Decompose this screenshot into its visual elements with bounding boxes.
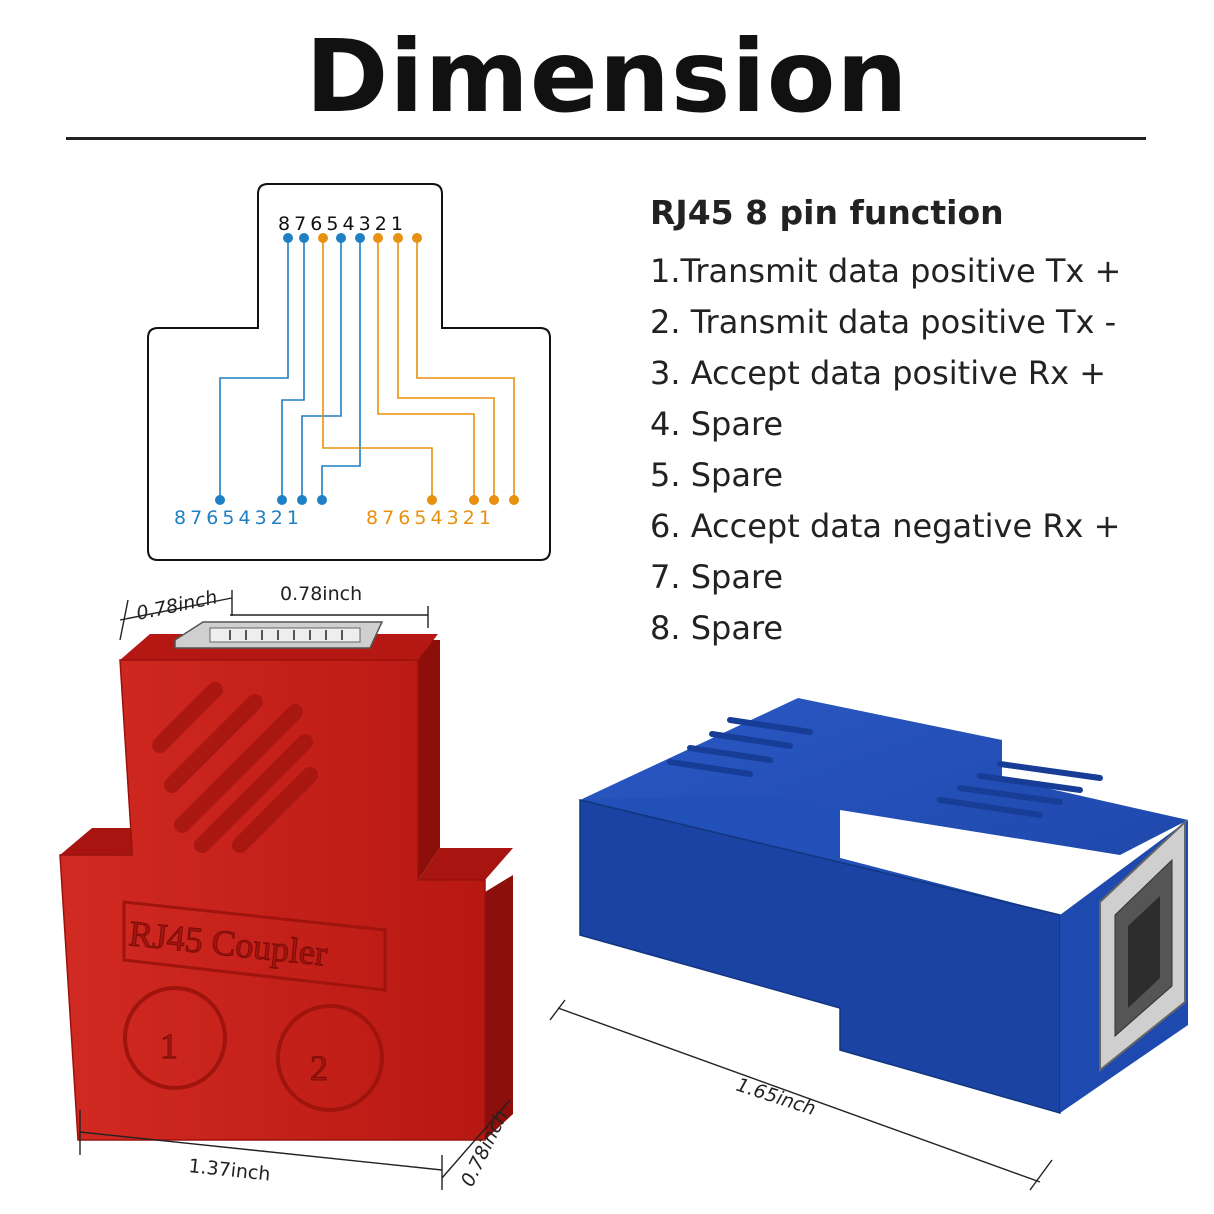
pin-item: 2. Transmit data positive Tx - [650, 303, 1117, 341]
pin-item: 8. Spare [650, 609, 784, 647]
pin-dots [215, 233, 519, 505]
port-2-label: 2 [310, 1048, 328, 1088]
top-pin-numbers: 8 7 6 5 4 3 2 1 [278, 213, 402, 235]
blue-coupler-illustration: 1.65inch [549, 698, 1188, 1191]
pin-item: 4. Spare [650, 405, 784, 443]
length-label: 1.65inch [733, 1074, 818, 1120]
red-coupler-illustration: RJ45 Coupler 1 2 0.78inch 0.78inch 1.37i… [59, 583, 513, 1190]
title-divider [66, 137, 1146, 140]
wiring-diagram: 8 7 6 5 4 3 2 1 8 7 6 5 4 3 2 1 8 7 6 5 … [147, 183, 551, 561]
grip-ridges [152, 682, 318, 853]
port-2-circle [276, 1004, 384, 1112]
pin-function-list: 1.Transmit data positive Tx + 2. Transmi… [650, 248, 1121, 656]
pin-item: 5. Spare [650, 456, 784, 494]
dimension-lines [549, 999, 1053, 1191]
top-width-label: 0.78inch [280, 583, 362, 605]
page-title: Dimension [305, 18, 909, 135]
port-1-label: 1 [160, 1026, 178, 1066]
grip-ridges [667, 717, 1103, 818]
diagram-outline [147, 183, 551, 561]
pin-function-heading: RJ45 8 pin function [650, 193, 1004, 232]
bottom-width-label: 1.37inch [187, 1155, 271, 1185]
left-pin-numbers: 8 7 6 5 4 3 2 1 [174, 507, 298, 529]
right-pin-numbers: 8 7 6 5 4 3 2 1 [366, 507, 490, 529]
pin-item: 1.Transmit data positive Tx + [650, 252, 1122, 290]
pin-item: 6. Accept data negative Rx + [650, 507, 1121, 545]
wires [219, 238, 515, 500]
pin-item: 7. Spare [650, 558, 784, 596]
dimension-lines [79, 590, 511, 1190]
top-depth-label: 0.78inch [134, 586, 219, 625]
port-1-circle [123, 986, 227, 1090]
embossed-plate [122, 900, 387, 992]
pin-item: 3. Accept data positive Rx + [650, 354, 1107, 392]
